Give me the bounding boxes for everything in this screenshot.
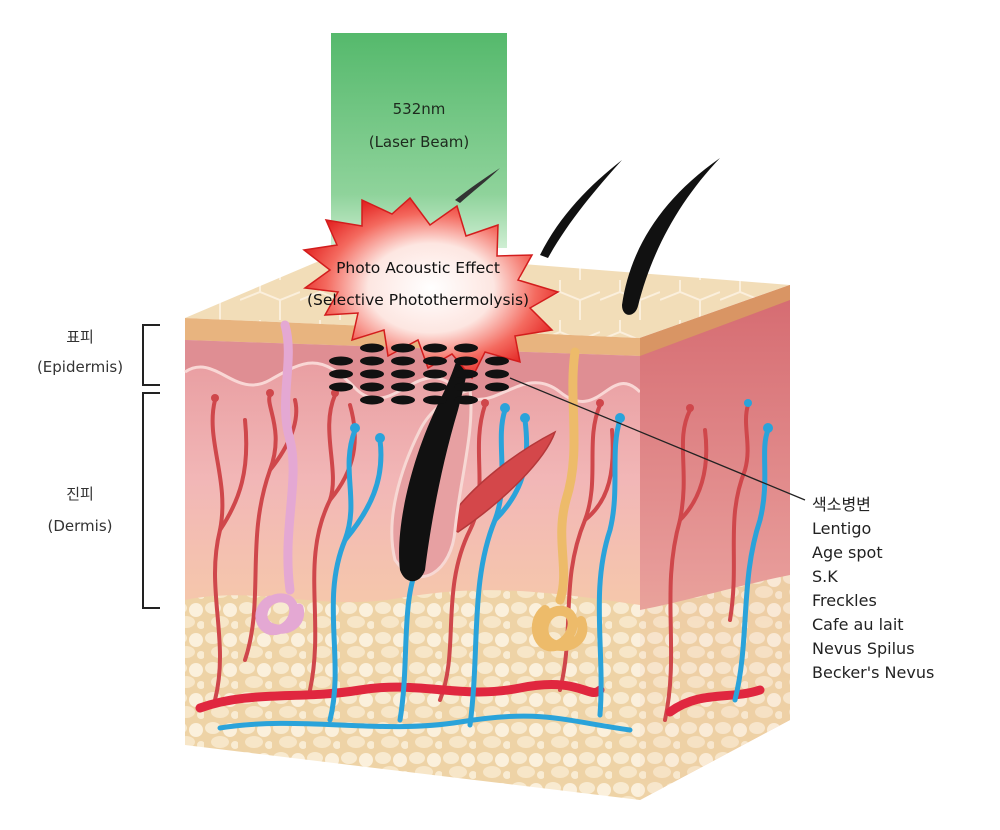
pigment-dot	[391, 356, 415, 366]
pigment-dot	[423, 369, 447, 379]
lesion-item: Freckles	[812, 591, 877, 610]
pigment-dot	[423, 356, 447, 366]
pigment-dot	[423, 382, 447, 392]
side-fat	[640, 575, 790, 800]
lesion-item: Lentigo	[812, 519, 872, 538]
pointer-line	[509, 377, 806, 501]
pigment-dot	[391, 369, 415, 379]
epidermis-label-en: (Epidermis)	[36, 358, 124, 376]
pigment-dot	[454, 382, 478, 392]
hair-strand-3	[455, 168, 500, 203]
artery-buds	[211, 389, 694, 412]
photo-acoustic-burst	[302, 196, 560, 380]
dermis-bracket	[142, 392, 160, 609]
pigment-dot	[360, 395, 384, 405]
dermis-label-en: (Dermis)	[47, 517, 113, 535]
pigment-dot	[454, 356, 478, 366]
pigment-dot	[485, 382, 509, 392]
pigment-cluster	[329, 343, 509, 405]
pigment-dot	[485, 356, 509, 366]
pigment-dot	[360, 343, 384, 353]
pigment-dot	[360, 369, 384, 379]
pigment-dot	[360, 356, 384, 366]
hair-strand-1	[540, 160, 622, 258]
effect-subtitle: (Selective Photothermolysis)	[306, 291, 530, 309]
lesion-item: Nevus Spilus	[812, 639, 915, 658]
artery-main	[195, 680, 765, 717]
pigment-dot	[391, 395, 415, 405]
pigment-dot	[454, 395, 478, 405]
gland-right	[531, 347, 588, 652]
pigment-dot	[329, 356, 353, 366]
laser-wavelength: 532nm	[392, 100, 446, 118]
lesion-item: Cafe au lait	[812, 615, 904, 634]
pigment-dot	[454, 369, 478, 379]
pigment-dot	[391, 343, 415, 353]
pigment-dot	[485, 369, 509, 379]
pigment-dot	[423, 395, 447, 405]
pigment-dot	[329, 382, 353, 392]
veins	[217, 407, 771, 733]
dermis-label-ko: 진피	[66, 485, 94, 503]
hair-strand-2	[622, 158, 720, 315]
fat-layer	[185, 590, 640, 800]
epidermis-label-ko: 표피	[66, 328, 94, 346]
lesion-item: Becker's Nevus	[812, 663, 935, 682]
pigment-dot	[360, 382, 384, 392]
dermal-junction	[185, 340, 640, 402]
lesion-item: Age spot	[812, 543, 883, 562]
sweat-gland-left	[255, 320, 305, 636]
arteries	[210, 393, 750, 722]
pigment-dot	[423, 343, 447, 353]
epidermis-bracket	[142, 324, 160, 386]
laser-beam-label: (Laser Beam)	[368, 133, 470, 151]
pigment-dot	[391, 382, 415, 392]
pigment-dot	[454, 343, 478, 353]
arrector-muscle	[443, 430, 557, 533]
effect-title: Photo Acoustic Effect	[336, 259, 500, 277]
pigment-dot	[329, 369, 353, 379]
side-epidermis	[640, 285, 790, 356]
pigment-lesion-list: 색소병변 Lentigo Age spot S.K Freckles Cafe …	[812, 493, 934, 685]
lesion-item: S.K	[812, 567, 838, 586]
vein-buds	[350, 399, 773, 443]
lesion-list-title: 색소병변	[812, 495, 871, 514]
